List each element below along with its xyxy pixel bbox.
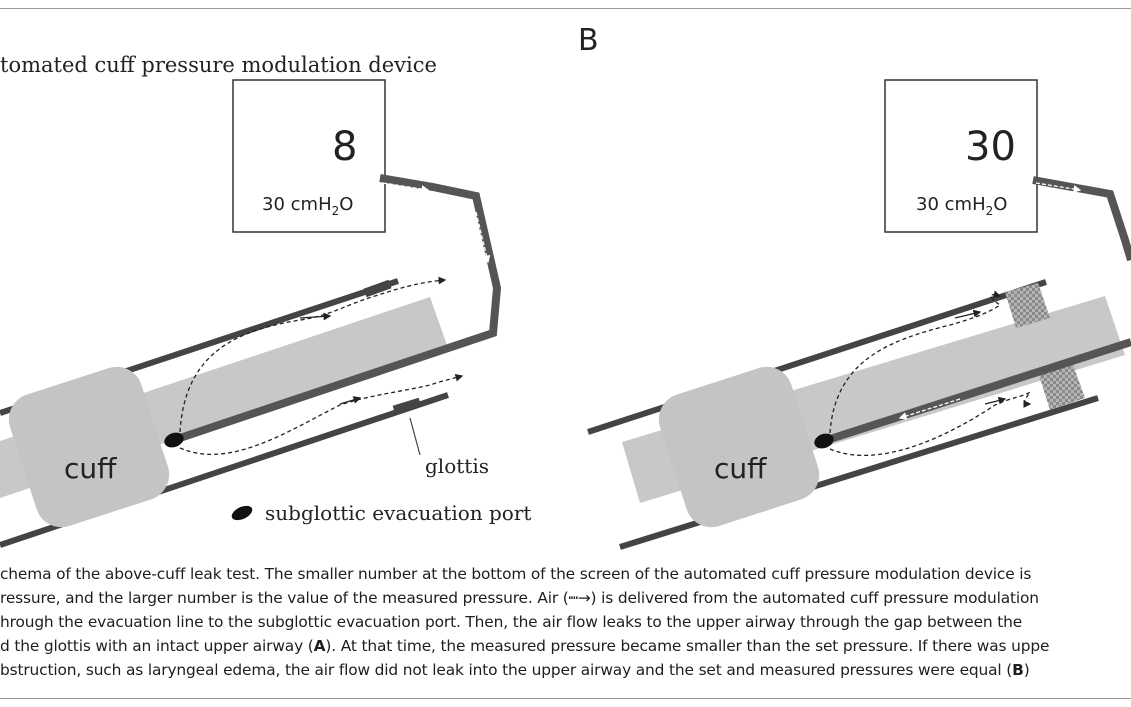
legend-label: subglottic evacuation port [265,501,531,525]
caption-line-3: hrough the evacuation line to the subglo… [0,613,1023,631]
evacuation-port-b [814,433,834,449]
caption-line-2: ressure, and the larger number is the va… [0,589,1039,607]
airflow-arrow-b4 [984,396,1007,405]
evacuation-port-a [164,432,184,448]
panel-b: 30 30 cmH2O cuff [587,79,1131,550]
panel-ref-a: A [313,637,326,655]
panel-ref-b: B [1012,661,1024,679]
set-pressure-a: 30 cmH2O [262,194,353,218]
legend-port-icon [231,505,253,521]
airflow-arrow-b3 [954,309,982,319]
airflow-arrow-b2 [898,398,961,420]
glottis-upper-a [363,279,392,298]
cuff-label-b: cuff [714,452,767,485]
device-screen-b [884,79,1038,233]
edema-upper-b [1005,283,1050,328]
airflow-arrow-a1 [382,182,430,193]
set-pressure-b: 30 cmH2O [916,194,1007,218]
top-border [0,8,1131,9]
glottis-label: glottis [425,454,489,478]
airflow-arrow-a3 [298,394,361,416]
evacuation-line-b [822,338,1131,445]
caption-line-1: chema of the above-cuff leak test. The s… [0,565,1032,583]
airflow-arrow-a5 [339,396,362,405]
glottis-pointer [409,417,421,456]
airflow-arrow-a2 [475,211,491,264]
cuff-label-a: cuff [64,452,117,485]
airflow-path-b1 [829,290,1002,434]
airflow-arrow-a4 [299,312,332,321]
figure: B tomated cuff pressure modulation devic… [0,23,1131,550]
caption-line-4: d the glottis with an intact upper airwa… [0,637,1050,655]
glottis-lower-a [392,397,422,415]
panel-a: 8 30 cmH2O cuff glottis subglottic evacu… [0,79,531,548]
evacuation-line-b-top [1032,176,1131,262]
bottom-border [0,698,1131,699]
edema-lower-b [1038,362,1085,410]
cuff-b [658,366,820,528]
cuff-a [8,366,170,528]
caption-line-5: bstruction, such as laryngeal edema, the… [0,661,1030,679]
airflow-path-a1 [179,276,447,433]
device-title: tomated cuff pressure modulation device [0,53,437,77]
measured-pressure-b: 30 [965,124,1016,170]
panel-b-label: B [578,23,599,58]
measured-pressure-a: 8 [332,124,357,170]
airflow-arrow-b1 [1035,182,1082,193]
device-screen-a [232,79,386,233]
